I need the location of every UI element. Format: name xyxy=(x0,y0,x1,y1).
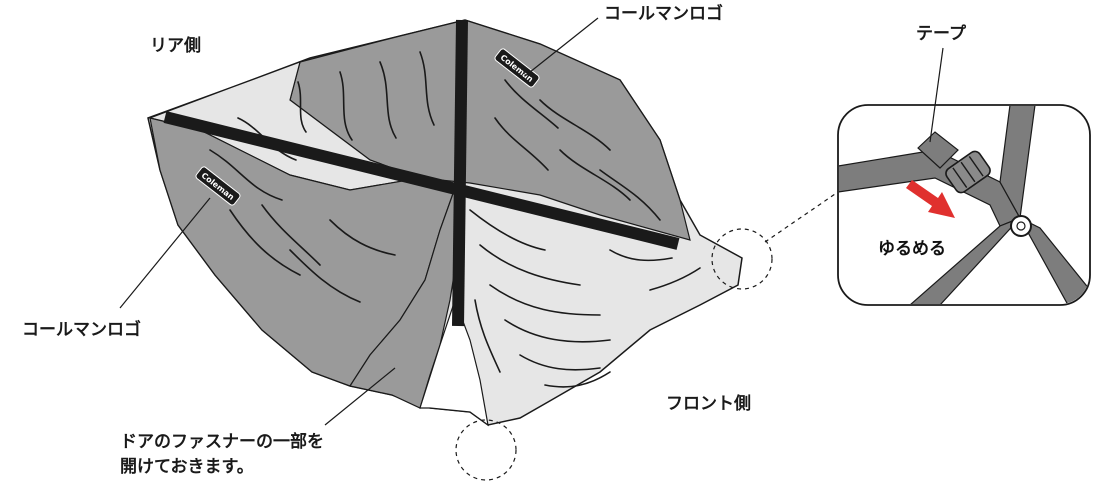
leader-logo-left xyxy=(120,198,210,308)
label-loosen: ゆるめる xyxy=(878,234,946,259)
door-location-circle xyxy=(456,420,516,480)
label-logo-left: コールマンロゴ xyxy=(22,320,141,341)
label-logo-top: コールマンロゴ xyxy=(604,4,723,25)
label-front-side: フロント側 xyxy=(666,394,751,415)
frame-pole-vertical xyxy=(458,20,462,326)
label-rear-side: リア側 xyxy=(150,36,201,57)
label-door-note-line1: ドアのファスナーの一部を xyxy=(120,432,324,453)
label-door-note-line2: 開けておきます。 xyxy=(120,457,254,478)
label-tape: テープ xyxy=(916,24,966,45)
zoom-inset xyxy=(838,105,1090,305)
zoom-connector xyxy=(765,192,838,242)
